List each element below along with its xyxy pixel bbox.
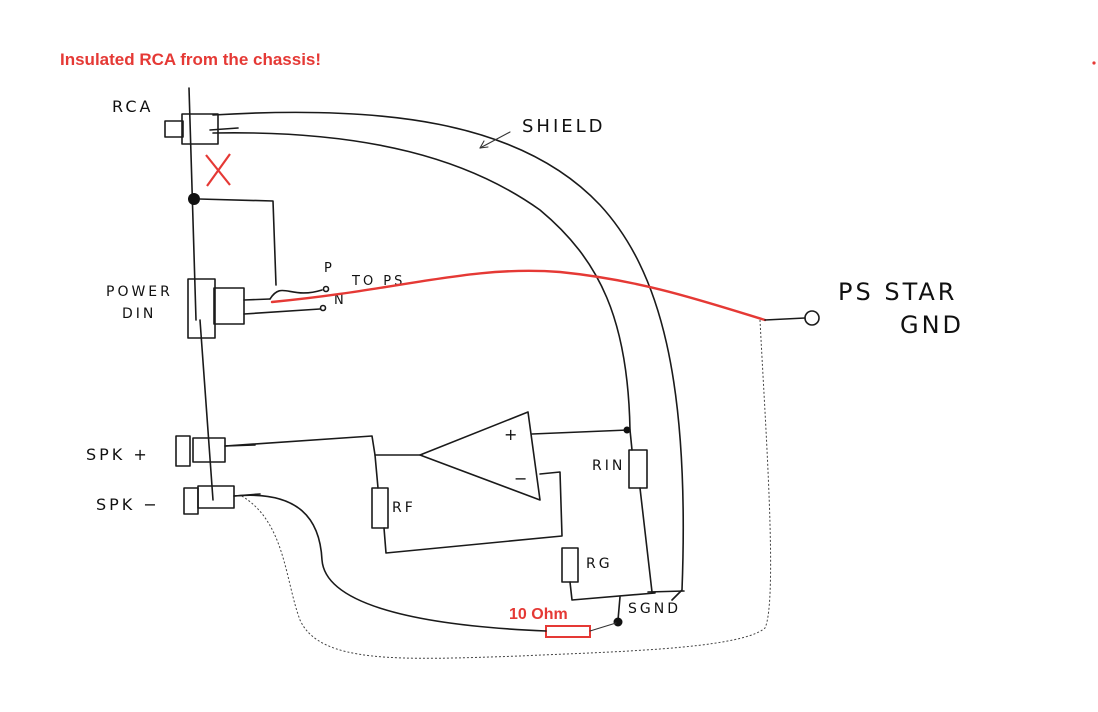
feedback-wire [383, 471, 563, 554]
spk-plus-label: SPK + [86, 445, 150, 464]
ps-star-label: PS STAR [838, 278, 957, 306]
rin-label: RIN [592, 458, 625, 474]
ground-loop [198, 198, 277, 286]
to-ps-label: TO PS [351, 274, 405, 289]
din-label: DIN [122, 306, 156, 322]
n-label: N [334, 293, 347, 308]
spk-minus-wire [233, 494, 547, 632]
speaker-positive-terminal [175, 435, 256, 467]
shield-label: SHIELD [522, 116, 606, 137]
power-din-connector [187, 278, 330, 339]
sgnd-node [613, 617, 623, 627]
ten-ohm-resistor [545, 625, 591, 638]
rin-bottom-lead [639, 487, 653, 593]
opamp-minus: − [514, 469, 530, 488]
ps-star-terminal [804, 310, 820, 326]
cut-mark [205, 153, 231, 187]
star-ground-link [764, 317, 806, 321]
speaker-negative-terminal [183, 485, 261, 515]
sgnd-label: SGND [628, 601, 681, 617]
star-ground-return [239, 319, 772, 659]
rf-top-lead [374, 454, 379, 489]
rin-top-lead [629, 429, 633, 451]
ps-ground-wire [270, 269, 767, 322]
shield-cable-inner [212, 131, 631, 431]
rf-label: RF [392, 500, 416, 516]
spk-plus-wire [224, 435, 423, 456]
rf-resistor [371, 487, 389, 529]
sgnd-bar [647, 590, 685, 593]
insulation-warning: Insulated RCA from the chassis! [60, 50, 322, 69]
power-label: POWER [106, 284, 173, 300]
noninverting-input-wire [531, 429, 629, 435]
spk-minus-label: SPK − [96, 495, 160, 514]
chassis-bar-lower [199, 319, 214, 501]
gnd-label: GND [900, 311, 964, 339]
ground-node [188, 193, 200, 205]
ten-ohm-right-lead [589, 622, 617, 632]
shield-cable-outer [212, 111, 685, 601]
rca-label: RCA [112, 97, 153, 116]
shield-pointer [479, 131, 511, 149]
p-label: P [324, 261, 335, 276]
resistor-value-label: 10 Ohm [509, 606, 568, 623]
shield-arrowhead [479, 140, 489, 149]
rg-ground-wire [569, 581, 656, 601]
opamp-plus: + [504, 425, 520, 444]
rg-resistor [561, 547, 579, 583]
rca-jack [164, 113, 239, 145]
sgnd-drop [617, 596, 621, 621]
opamp-triangle [419, 411, 541, 501]
stray-mark [1092, 61, 1096, 65]
rin-node [623, 426, 631, 434]
rin-resistor [628, 449, 648, 489]
rg-label: RG [586, 556, 613, 572]
